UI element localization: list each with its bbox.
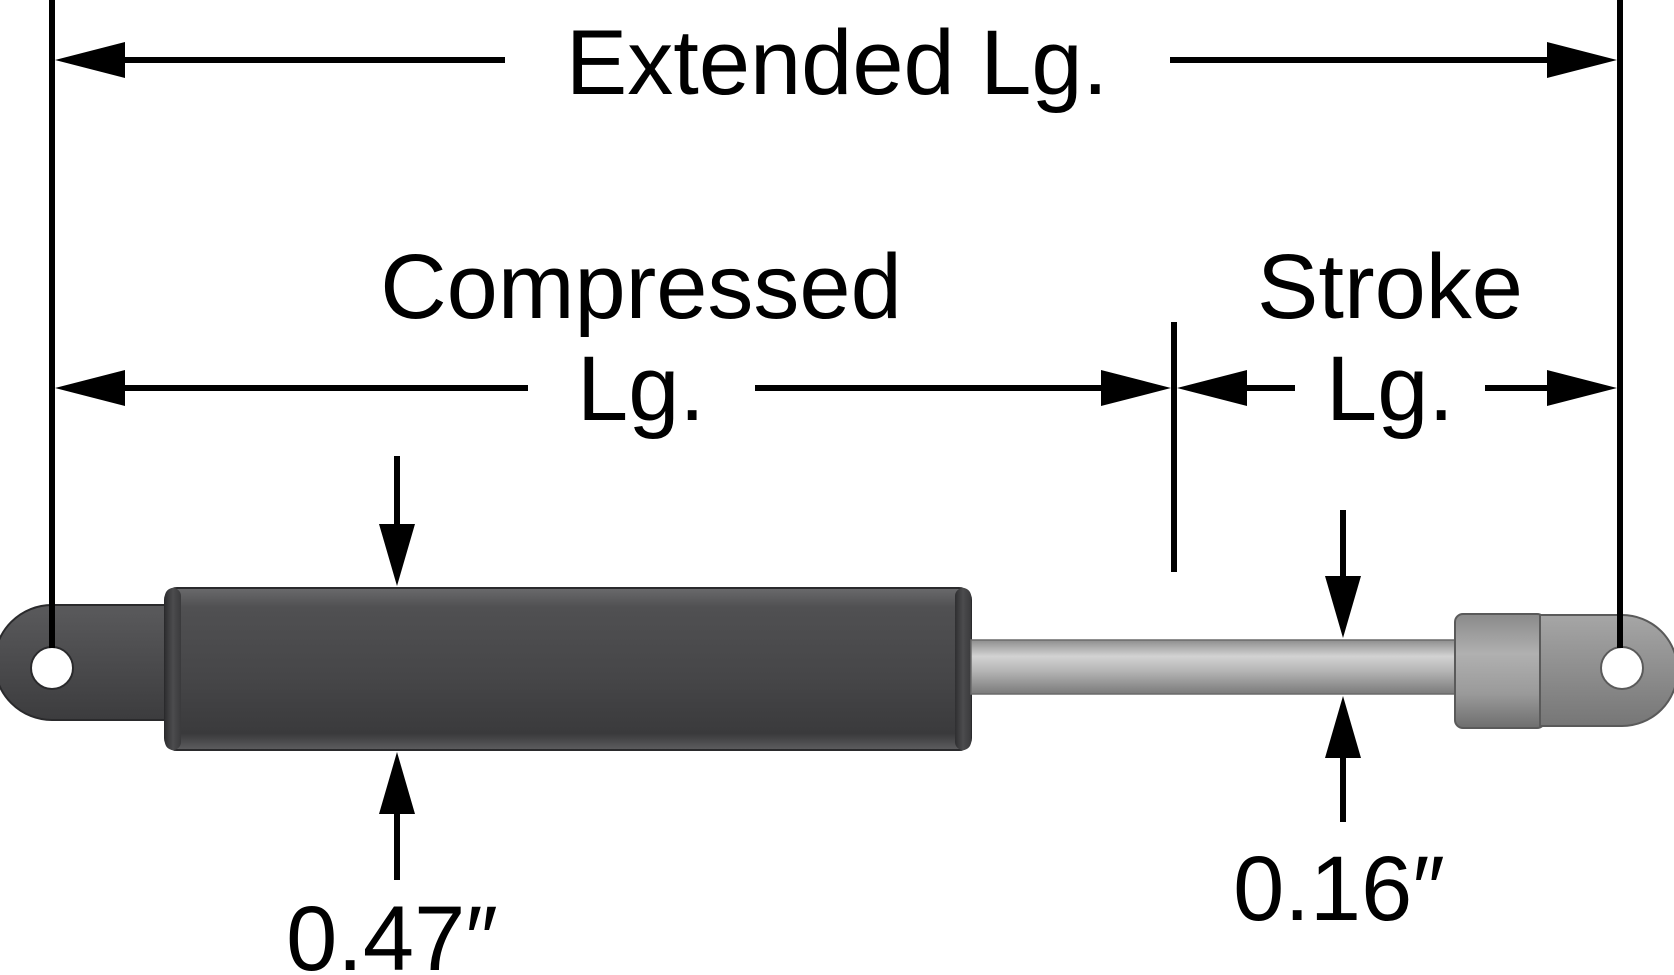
body-diameter-arrow-bottom xyxy=(379,752,415,814)
gas-spring xyxy=(0,587,1674,751)
arrowheads xyxy=(55,42,1617,814)
body-diameter-label: 0.47″ xyxy=(286,888,498,975)
body-diameter-arrow-top xyxy=(379,524,415,586)
compressed-length-label-line2: Lg. xyxy=(577,338,705,440)
rod-diameter-arrow-bottom xyxy=(1325,696,1361,758)
rod-diameter-arrow-top xyxy=(1325,576,1361,638)
stroke-length-label-line1: Stroke xyxy=(1257,236,1523,338)
stroke-arrow-left xyxy=(1177,370,1247,406)
extended-length-label: Extended Lg. xyxy=(566,12,1108,114)
dimension-lines xyxy=(49,0,1623,880)
compressed-arrow-right xyxy=(1101,370,1171,406)
labels: Extended Lg. Compressed Lg. Stroke Lg. 0… xyxy=(286,12,1523,975)
compressed-length-label-line1: Compressed xyxy=(380,236,902,338)
right-mounting-hole xyxy=(1600,646,1644,690)
cylinder-body xyxy=(164,587,972,751)
piston-rod xyxy=(970,639,1462,695)
rod-diameter-label: 0.16″ xyxy=(1233,838,1445,940)
stroke-arrow-right xyxy=(1547,370,1617,406)
extended-arrow-right xyxy=(1547,42,1617,78)
compressed-arrow-left xyxy=(55,370,125,406)
stroke-length-label-line2: Lg. xyxy=(1326,338,1454,440)
right-end-fitting xyxy=(1454,613,1674,729)
extended-arrow-left xyxy=(55,42,125,78)
